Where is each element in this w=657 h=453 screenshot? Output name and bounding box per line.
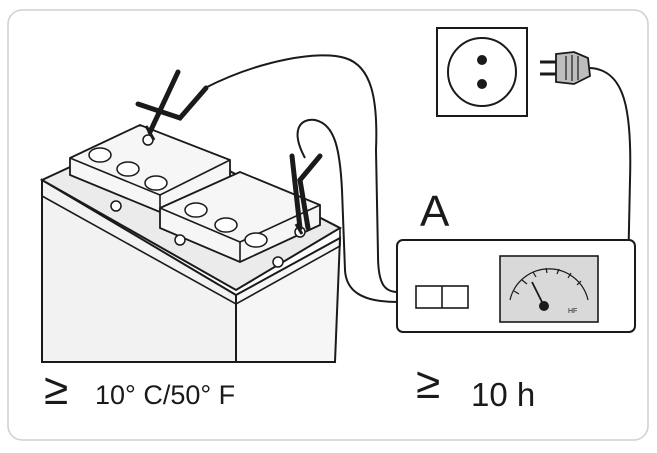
duration-symbol: ≥ (416, 359, 441, 408)
clamp-icon (289, 153, 323, 235)
ammeter-icon (499, 255, 599, 323)
cable-negative (296, 118, 399, 303)
cable-positive (204, 54, 399, 293)
charger-icon (396, 239, 636, 333)
clamp-icon (135, 69, 209, 141)
plug-icon (540, 51, 591, 85)
wall-socket-icon (436, 27, 528, 117)
charger-label: A (420, 187, 450, 236)
temperature-symbol: ≥ (44, 365, 69, 414)
meter-unit-label: HF (568, 308, 578, 315)
temperature-value: 10° C/50° F (95, 380, 236, 410)
battery-icon (39, 124, 343, 363)
duration-value: 10 h (471, 376, 536, 413)
